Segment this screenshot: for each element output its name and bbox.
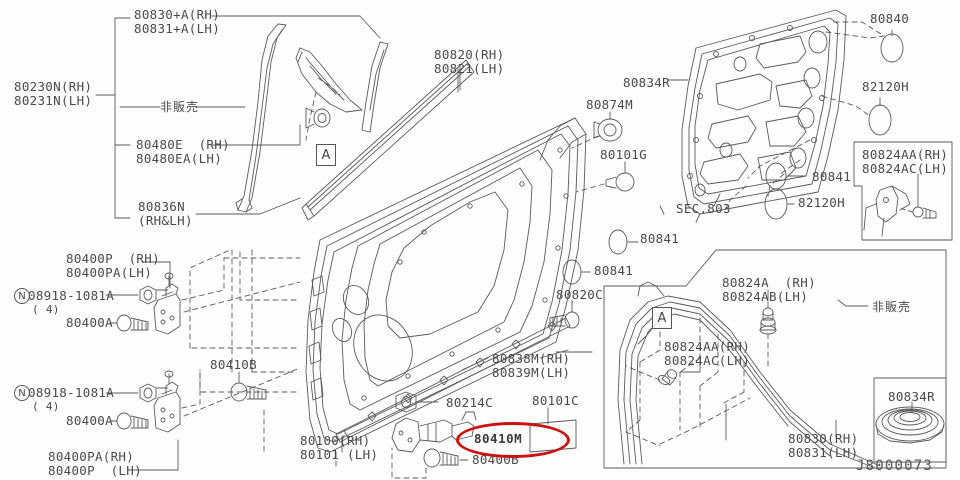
label-80400a-top: 80400A [66, 315, 113, 330]
label-80834r-main: 80834R [623, 75, 670, 90]
part-clip-80824a [759, 301, 777, 335]
label-80820c: 80820C [556, 287, 603, 302]
label-80841-right: 80841 [812, 169, 852, 184]
label-80101g: 80101G [600, 147, 647, 162]
label-80214c: 80214C [446, 395, 493, 410]
label-80841-b: 80841 [594, 263, 634, 278]
part-glass-corner-80480e [295, 47, 363, 113]
part-belt-moulding-80820 [301, 59, 475, 221]
panel-coil-inset [873, 377, 947, 463]
callout-a-top: A [316, 144, 336, 166]
label-hihanbai-right: 非販売 [872, 300, 912, 314]
label-80840: 80840 [870, 11, 910, 26]
label-82120h-mid: 82120H [798, 195, 845, 210]
part-grommet-80841-a [608, 229, 628, 255]
callout-a-bottom: A [652, 307, 672, 329]
label-80841-a: 80841 [640, 231, 680, 246]
part-screw-80836n-top [305, 107, 331, 129]
part-screw-80400a-top [116, 314, 149, 332]
label-80824aa-low: 80824AA(RH) 80824AC(LH) [664, 339, 751, 368]
part-grommet-80874m [593, 118, 623, 142]
part-hinge-upper-80400p [153, 272, 181, 335]
part-grommet-82120h-mid [764, 188, 788, 220]
part-coiled-weatherstrip-80834r [875, 406, 945, 444]
label-80410b: 80410B [210, 357, 257, 372]
bracket-80230n [95, 17, 131, 219]
label-80101c: 80101C [532, 393, 579, 408]
label-80230n: 80230N(RH) 80231N(LH) [14, 79, 93, 108]
label-qty-bottom: ( 4) [32, 400, 60, 413]
part-clip-80824aa-upper [912, 206, 937, 219]
label-80836n: 80836N (RH&LH) [138, 199, 193, 228]
part-hinge-lower-80400pa [153, 370, 181, 433]
part-screw-80400a-bottom [116, 412, 149, 430]
label-80400a-bot: 80400A [66, 413, 113, 428]
nut-symbol-bottom: N [14, 385, 30, 401]
label-80410m-highlighted: 80410M [474, 431, 523, 446]
part-sash-80820-frame [361, 41, 389, 133]
label-bolt-bottom: 08918-1081A [28, 385, 115, 400]
part-door-sash-80830a [235, 23, 287, 213]
part-nut-08918-bottom [139, 383, 157, 403]
label-80874m: 80874M [586, 97, 633, 112]
part-clip-80824aa-low [657, 369, 678, 386]
part-grommet-80840 [880, 33, 904, 63]
label-80480e: 80480E (RH) 80480EA(LH) [136, 137, 230, 166]
label-80820: 80820(RH) 80821(LH) [434, 47, 505, 76]
label-80830-a: 80830+A(RH) 80831+A(LH) [134, 7, 221, 36]
label-80100: 80100(RH) 80101 (LH) [300, 433, 379, 462]
panel-weatherstrip-box [603, 249, 947, 469]
label-80824aa-box: 80824AA(RH) 80824AC(LH) [862, 147, 949, 176]
part-plug-80101g [605, 172, 635, 192]
part-grommet-80841-b [562, 259, 582, 285]
nut-symbol-top: N [14, 288, 30, 304]
label-82120h-top: 82120H [862, 79, 909, 94]
part-bolt-80410b [230, 382, 267, 402]
diagram-id-code: J8000073 [856, 458, 934, 474]
label-hihanbai-left: 非販売 [160, 100, 200, 114]
part-grommet-82120h-top [868, 104, 892, 136]
label-80830-bottom: 80830(RH) 80831(LH) [788, 431, 859, 460]
part-door-panel-80100 [305, 117, 587, 453]
panel-80824aa-box [853, 141, 953, 241]
part-bolt-80400b [423, 448, 459, 468]
part-nut-80214c [395, 391, 417, 413]
part-bracket-80824aa [863, 185, 911, 237]
label-qty-top: ( 4) [32, 303, 60, 316]
label-sec803: SEC.803 [676, 201, 731, 216]
label-80400p-top: 80400P (RH) 80400PA(LH) [66, 251, 160, 280]
label-bolt-top: 08918-1081A [28, 288, 115, 303]
label-80400pa-bot: 80400PA(RH) 80400P (LH) [48, 449, 142, 478]
label-80838m: 80838M(RH) 80839M(LH) [492, 351, 571, 380]
label-80824a: 80824A (RH) 80824AB(LH) [722, 275, 816, 304]
part-grommet-80841-right [765, 162, 787, 190]
part-nut-08918-top [139, 285, 157, 305]
label-80834r-inset: 80834R [888, 389, 935, 404]
highlight-oval-80410m [456, 422, 570, 458]
